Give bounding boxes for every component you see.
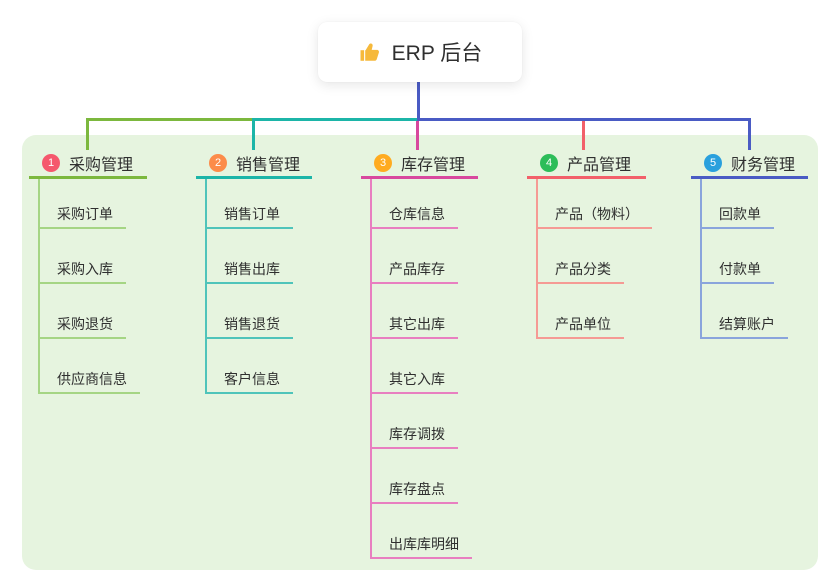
branch-drop-3 — [416, 121, 419, 150]
child-node[interactable]: 供应商信息 — [38, 363, 140, 394]
child-node[interactable]: 出库库明细 — [370, 528, 472, 559]
child-node[interactable]: 销售出库 — [205, 253, 293, 284]
branch-node-5[interactable]: 5 财务管理 — [691, 150, 808, 179]
child-node[interactable]: 产品（物料） — [536, 198, 652, 229]
branch-drop-2 — [252, 118, 255, 150]
branch-label: 产品管理 — [567, 157, 632, 174]
branch-node-2[interactable]: 2 销售管理 — [196, 150, 312, 179]
child-node[interactable]: 其它入库 — [370, 363, 458, 394]
root-connector — [417, 82, 420, 121]
child-node[interactable]: 采购入库 — [38, 253, 126, 284]
thumbs-up-icon — [358, 40, 382, 64]
child-node[interactable]: 采购订单 — [38, 198, 126, 229]
child-node[interactable]: 付款单 — [700, 253, 774, 284]
branch-node-3[interactable]: 3 库存管理 — [361, 150, 478, 179]
branch-drop-1 — [86, 118, 89, 150]
branch-number-badge: 3 — [374, 154, 392, 172]
child-node[interactable]: 产品分类 — [536, 253, 624, 284]
branch-label: 采购管理 — [69, 157, 134, 174]
root-node[interactable]: ERP 后台 — [318, 22, 522, 82]
mindmap-panel — [22, 135, 818, 570]
child-node[interactable]: 回款单 — [700, 198, 774, 229]
branch-drop-5 — [748, 118, 751, 150]
branch-drop-4 — [582, 121, 585, 150]
bus-segment-3 — [417, 118, 751, 121]
branch-spine-5 — [700, 179, 702, 339]
branch-spine-4 — [536, 179, 538, 339]
branch-node-4[interactable]: 4 产品管理 — [527, 150, 646, 179]
child-node[interactable]: 结算账户 — [700, 308, 788, 339]
child-node[interactable]: 产品库存 — [370, 253, 458, 284]
bus-segment-1 — [86, 118, 255, 121]
child-node[interactable]: 产品单位 — [536, 308, 624, 339]
branch-label: 销售管理 — [236, 157, 301, 174]
branch-number-badge: 2 — [209, 154, 227, 172]
branch-spine-2 — [205, 179, 207, 394]
child-node[interactable]: 销售退货 — [205, 308, 293, 339]
child-node[interactable]: 采购退货 — [38, 308, 126, 339]
child-node[interactable]: 其它出库 — [370, 308, 458, 339]
branch-label: 库存管理 — [401, 157, 466, 174]
root-title: ERP 后台 — [391, 42, 483, 65]
bus-segment-2 — [252, 118, 420, 121]
branch-number-badge: 1 — [42, 154, 60, 172]
branch-spine-1 — [38, 179, 40, 394]
branch-node-1[interactable]: 1 采购管理 — [29, 150, 147, 179]
branch-spine-3 — [370, 179, 372, 559]
branch-label: 财务管理 — [731, 157, 796, 174]
branch-number-badge: 4 — [540, 154, 558, 172]
child-node[interactable]: 库存盘点 — [370, 473, 458, 504]
branch-number-badge: 5 — [704, 154, 722, 172]
child-node[interactable]: 库存调拨 — [370, 418, 458, 449]
child-node[interactable]: 仓库信息 — [370, 198, 458, 229]
child-node[interactable]: 客户信息 — [205, 363, 293, 394]
child-node[interactable]: 销售订单 — [205, 198, 293, 229]
